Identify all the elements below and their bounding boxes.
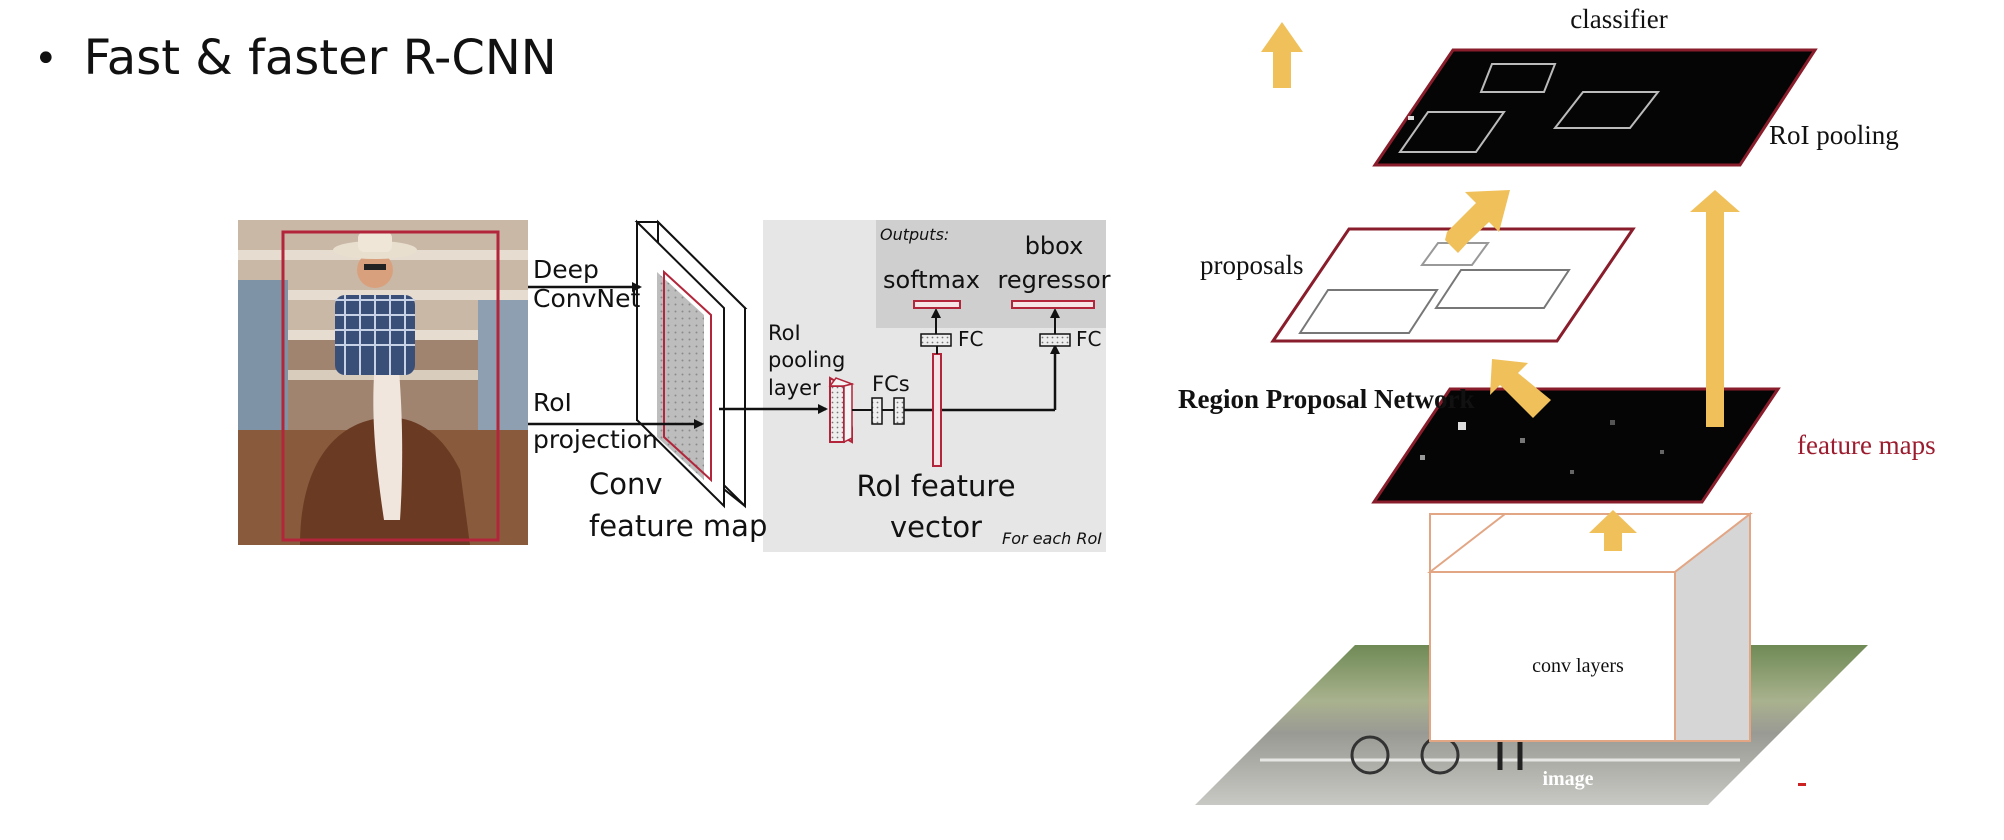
feature-maps-label: feature maps (1797, 430, 1936, 460)
fc-layer-2 (893, 397, 905, 425)
for-each-roi-label: For each RoI (1002, 529, 1102, 548)
fcs-label: FCs (872, 372, 910, 396)
classifier-arrow (1261, 22, 1303, 88)
feature-map-label: feature map (589, 509, 767, 543)
roi-pooling-label: RoI pooling (1769, 120, 1899, 150)
bbox-output-bar (1011, 300, 1095, 309)
roi-feature-vector-bar (932, 353, 942, 467)
bbox-label: bbox (1025, 232, 1084, 260)
outputs-label: Outputs: (880, 225, 949, 244)
slide-title: Fast & faster R-CNN (83, 30, 557, 86)
slide-bullet: • Fast & faster R-CNN (34, 28, 557, 89)
feature-to-proposals-arrow (1490, 359, 1551, 418)
conv-feature-map (634, 219, 748, 509)
fc-label-right: FC (1076, 327, 1101, 351)
outputs-panel (876, 220, 1106, 328)
image-label: image (1542, 768, 1593, 790)
roi-pool-label-3: layer (768, 376, 821, 400)
roi-pooling-plane (1372, 48, 1818, 167)
projection-label: projection (533, 425, 658, 454)
roi-feature-label: RoI feature (856, 469, 1015, 503)
feature-to-roi-pooling-arrow (1690, 190, 1740, 427)
fc-label-left: FC (958, 327, 983, 351)
rpn-label: Region Proposal Network (1178, 384, 1475, 414)
fc-box-softmax (920, 333, 952, 347)
regressor-label: regressor (997, 266, 1110, 294)
bullet-dot: • (34, 36, 58, 82)
roi-pool-label-2: pooling (768, 348, 845, 372)
softmax-output-bar (913, 300, 961, 309)
softmax-label: softmax (883, 266, 980, 294)
fc-layer-1 (871, 397, 883, 425)
faster-rcnn-diagram: image conv layers feature maps proposals… (1178, 4, 1936, 805)
conv-layers-label: conv layers (1532, 655, 1624, 677)
proposals-plane (1270, 227, 1636, 343)
conv-to-feature-arrow (1589, 510, 1637, 551)
proposals-to-roi-arrow (1445, 190, 1510, 253)
fc-box-bbox (1039, 333, 1071, 347)
red-mark (1798, 783, 1806, 786)
roi-label: RoI (533, 388, 572, 417)
proposals-label: proposals (1200, 250, 1304, 280)
convnet-label: ConvNet (533, 284, 640, 313)
classifier-label: classifier (1570, 4, 1667, 34)
roi-pooling-layer-block (828, 376, 855, 444)
input-photo (238, 220, 528, 545)
roi-pool-label-1: RoI (768, 321, 801, 345)
roi-box (281, 230, 500, 542)
vector-label: vector (890, 510, 982, 544)
deep-label: Deep (533, 255, 599, 284)
conv-layers-box (1427, 511, 1753, 742)
conv-label: Conv (589, 467, 663, 501)
fast-rcnn-diagram: Deep ConvNet RoI projection Conv feature… (238, 219, 1111, 552)
